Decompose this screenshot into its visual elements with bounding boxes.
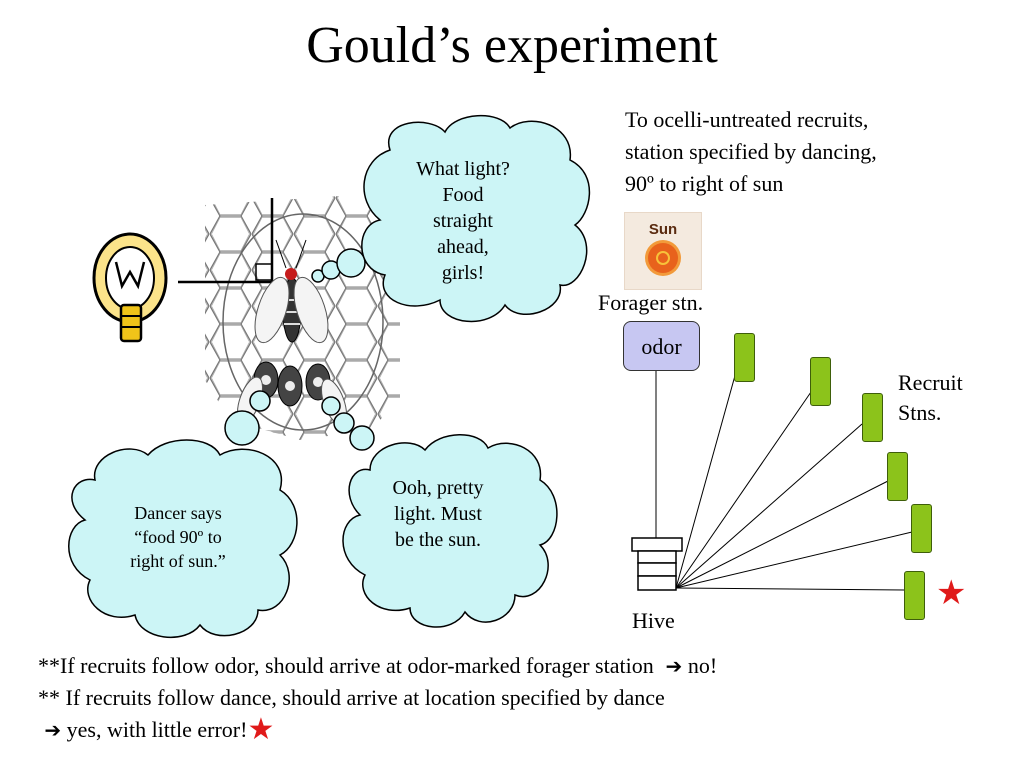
hive-label: Hive (632, 608, 675, 633)
bubble-line: Dancer says (134, 503, 222, 523)
recruit-station (810, 357, 831, 406)
bubble-line: ahead, (437, 236, 489, 258)
sun-label: Sun (648, 221, 678, 238)
conclusion-dance-result: ➔ yes, with little error!★ (38, 714, 717, 746)
arrow-right-icon: ➔ (659, 654, 683, 678)
recruit-station (887, 452, 908, 501)
conclusion-odor: **If recruits follow odor, should arrive… (38, 650, 717, 682)
thought-bubble-recruit (321, 396, 558, 628)
recruit-label-line: Recruit (898, 370, 963, 395)
recruit-label-line: Stns. (898, 400, 942, 425)
slide-title: Gould’s experiment (306, 17, 718, 74)
bubble-line: Food (442, 184, 484, 206)
bubble-text-dancer: Dancer says “food 90º to right of sun.” (98, 501, 258, 573)
thought-bubble-light (311, 115, 591, 323)
bubble-line: Ooh, pretty (392, 477, 484, 499)
flight-lines (655, 371, 913, 591)
sun-center (656, 251, 670, 265)
bubble-text-light: What light? Food straight ahead, girls! (383, 156, 543, 286)
sun-icon: Sun (624, 212, 702, 290)
bubble-line: light. Must (394, 503, 482, 525)
bubble-line: “food 90º to (134, 527, 222, 547)
recruit-station (734, 333, 755, 382)
bee-icon (254, 239, 329, 344)
angle-lines (178, 198, 274, 284)
hive-icon (631, 537, 683, 591)
conclusion-result: no! (687, 653, 718, 678)
arrow-right-icon: ➔ (38, 718, 62, 742)
bubble-text-recruit: Ooh, pretty light. Must be the sun. (358, 475, 518, 553)
light-bulb-icon (92, 232, 168, 343)
bubble-line: right of sun.” (130, 551, 226, 571)
recruit-station-target (904, 571, 925, 620)
recruit-stations-label: Recruit Stns. (898, 368, 963, 428)
experiment-note: To ocelli-untreated recruits, station sp… (625, 104, 1005, 200)
conclusion-dance: ** If recruits follow dance, should arri… (38, 685, 665, 710)
bubble-line: straight (433, 210, 493, 232)
star-icon: ★ (247, 712, 275, 747)
note-line: 90º to right of sun (625, 171, 784, 196)
sun-disc (648, 243, 678, 273)
bubble-line: be the sun. (394, 529, 482, 551)
conclusions: **If recruits follow odor, should arrive… (38, 650, 717, 746)
odor-station: odor (623, 321, 700, 371)
forager-station-label: Forager stn. (598, 290, 704, 315)
star-icon: ★ (936, 575, 967, 612)
conclusion-result: yes, with little error! (66, 717, 248, 742)
note-line: station specified by dancing, (625, 139, 877, 164)
recruit-station (862, 393, 883, 442)
recruit-station (911, 504, 932, 553)
bubble-line: What light? (416, 158, 510, 180)
conclusion-text: **If recruits follow odor, should arrive… (38, 653, 654, 678)
note-line: To ocelli-untreated recruits, (625, 107, 869, 132)
bubble-line: girls! (441, 262, 485, 284)
thought-bubble-dancer (68, 390, 298, 639)
